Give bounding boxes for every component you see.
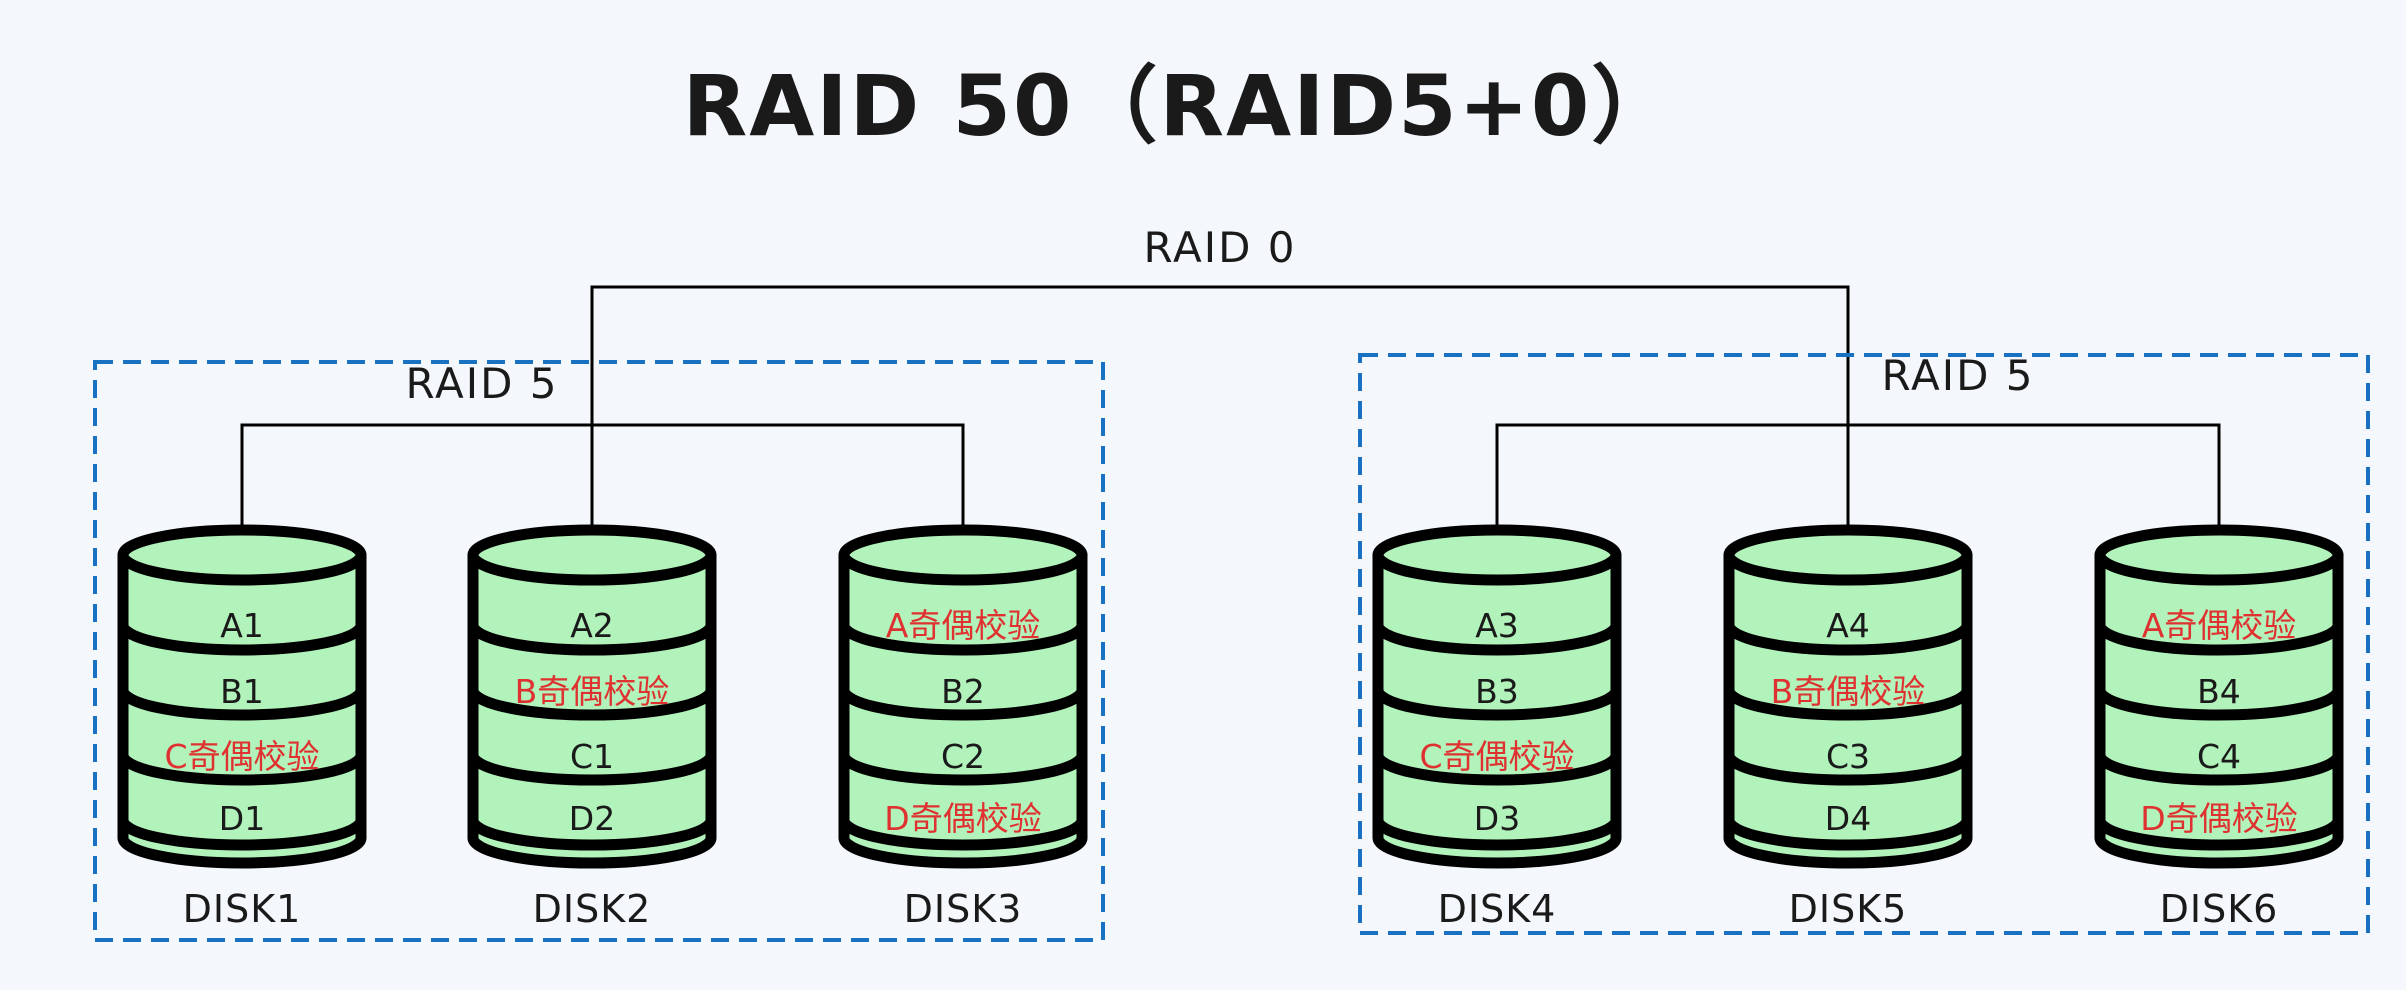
parity-block-label: C奇偶校验 xyxy=(164,737,319,776)
disk-band-line xyxy=(467,754,717,786)
disk-body xyxy=(1723,549,1973,869)
data-block-label: B3 xyxy=(1475,672,1519,711)
disk-band-line xyxy=(838,819,1088,851)
disk-top-cap xyxy=(1723,524,1973,586)
disk-band-line xyxy=(2094,689,2344,721)
data-block-label: B4 xyxy=(2197,672,2241,711)
disk-body xyxy=(1372,549,1622,869)
parity-block-label: A奇偶校验 xyxy=(886,606,1041,645)
disk-band-line xyxy=(1372,819,1622,851)
parity-block-label: C奇偶校验 xyxy=(1419,737,1574,776)
disk-band-line xyxy=(2094,754,2344,786)
disk-top-cap xyxy=(467,524,717,586)
disk-body xyxy=(2094,549,2344,869)
disk-band-line xyxy=(2094,624,2344,656)
disk-band-line xyxy=(467,689,717,721)
disk-band-line xyxy=(467,624,717,656)
disk-band-line xyxy=(1723,689,1973,721)
data-block-label: A3 xyxy=(1475,606,1519,645)
data-block-label: B1 xyxy=(220,672,264,711)
disk-band-line xyxy=(1723,819,1973,851)
disk-band-line xyxy=(1372,624,1622,656)
disk-name-label: DISK4 xyxy=(1438,887,1557,931)
parity-block-label: B奇偶校验 xyxy=(1771,672,1926,711)
disk-band-line xyxy=(838,624,1088,656)
data-block-label: B2 xyxy=(941,672,985,711)
disk-band-line xyxy=(1723,624,1973,656)
disk-band-line xyxy=(838,754,1088,786)
parity-block-label: D奇偶校验 xyxy=(2140,799,2297,838)
data-block-label: A1 xyxy=(220,606,264,645)
data-block-label: D3 xyxy=(1474,799,1520,838)
raid0-label: RAID 0 xyxy=(1143,223,1296,272)
disk-top-cap xyxy=(838,524,1088,586)
raid5-group-label: RAID 5 xyxy=(405,359,558,408)
data-block-label: D2 xyxy=(569,799,615,838)
parity-block-label: D奇偶校验 xyxy=(884,799,1041,838)
disk-band-line xyxy=(2094,819,2344,851)
disk-band-line xyxy=(117,754,367,786)
disk-name-label: DISK3 xyxy=(904,887,1023,931)
disk-band-line xyxy=(117,624,367,656)
data-block-label: A2 xyxy=(570,606,614,645)
disk-top-cap xyxy=(1372,524,1622,586)
disk-band-line xyxy=(467,819,717,851)
disk-name-label: DISK2 xyxy=(533,887,652,931)
raid5-group-border xyxy=(93,360,1105,942)
disk-band-line xyxy=(117,689,367,721)
data-block-label: A4 xyxy=(1826,606,1870,645)
parity-block-label: A奇偶校验 xyxy=(2142,606,2297,645)
diagram-title: RAID 50（RAID5+0） xyxy=(683,57,1678,155)
data-block-label: C2 xyxy=(941,737,985,776)
raid5-group-border xyxy=(1358,353,2370,935)
disk-band-line xyxy=(117,819,367,851)
disk-band-line xyxy=(1372,754,1622,786)
disk-body xyxy=(838,549,1088,869)
data-block-label: D1 xyxy=(219,799,265,838)
data-block-label: C4 xyxy=(2197,737,2241,776)
raid5-connector xyxy=(240,423,965,530)
data-block-label: D4 xyxy=(1825,799,1871,838)
raid0-connector xyxy=(590,285,1850,530)
data-block-label: C1 xyxy=(570,737,614,776)
disk-band-line xyxy=(838,689,1088,721)
disk-name-label: DISK5 xyxy=(1789,887,1908,931)
raid5-group-label: RAID 5 xyxy=(1881,351,2034,400)
disk-band-line xyxy=(1372,689,1622,721)
disk-body xyxy=(117,549,367,869)
disk-name-label: DISK6 xyxy=(2160,887,2279,931)
data-block-label: C3 xyxy=(1826,737,1870,776)
disk-body xyxy=(467,549,717,869)
disk-name-label: DISK1 xyxy=(183,887,302,931)
disk-band-line xyxy=(1723,754,1973,786)
disk-top-cap xyxy=(117,524,367,586)
raid5-connector xyxy=(1495,423,2221,530)
disk-top-cap xyxy=(2094,524,2344,586)
parity-block-label: B奇偶校验 xyxy=(515,672,670,711)
